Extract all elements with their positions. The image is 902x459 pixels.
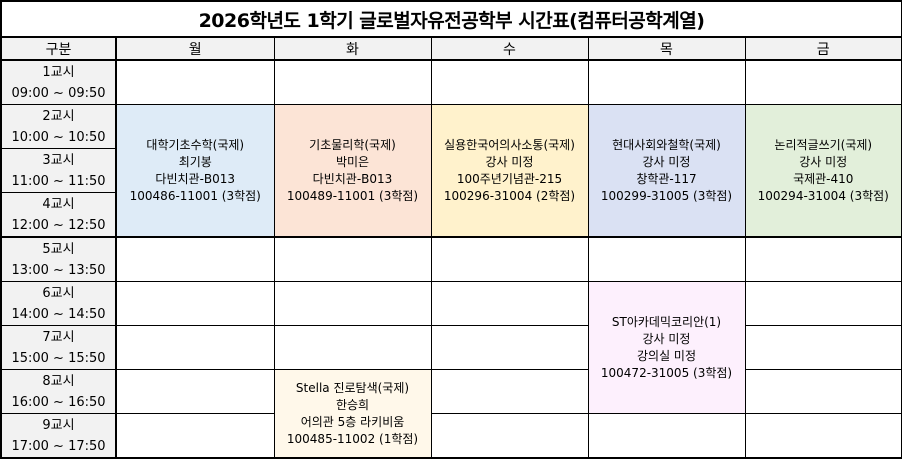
empty-slot [744,369,902,414]
period-label: 9교시 [42,417,75,433]
course-name: Stella 진로탐색(국제) [295,380,410,395]
course-room: 국제관-410 [793,171,854,186]
empty-slot [744,413,902,459]
course-instructor: 한승희 [335,397,370,412]
period-label: 6교시 [42,285,75,301]
empty-slot [744,236,902,282]
course-instructor: 강사 미정 [642,331,691,346]
period-label: 7교시 [42,329,75,345]
period-cell: 2교시 10:00 ~ 10:50 [0,104,117,149]
period-cell: 6교시 14:00 ~ 14:50 [0,281,117,326]
period-time: 13:00 ~ 13:50 [11,262,106,278]
course-code: 100472-31005 (3학점) [600,365,733,380]
header-day-mon: 월 [115,36,275,61]
header-row: 구분 월 화 수 목 금 [0,36,902,61]
empty-slot [744,325,902,370]
course-name: 실용한국어의사소통(국제) [444,137,575,152]
empty-slot [430,413,589,459]
course-room: 창학관-117 [636,171,697,186]
course-room: 다빈치관-B013 [155,171,236,186]
empty-slot [115,281,275,326]
empty-slot [430,325,589,370]
empty-slot [744,59,902,105]
period-time: 16:00 ~ 16:50 [11,394,106,410]
course-code: 100294-31004 (3학점) [757,188,889,203]
period-time: 15:00 ~ 15:50 [11,350,106,366]
course-code: 100299-31005 (3학점) [600,188,733,203]
period-cell: 8교시 16:00 ~ 16:50 [0,369,117,414]
empty-slot [273,59,432,105]
course-code: 100296-31004 (2학점) [443,188,576,203]
course-code: 100485-11002 (1학점) [286,431,419,446]
course-room: 다빈치관-B013 [312,171,393,186]
period-time: 17:00 ~ 17:50 [11,438,106,454]
course-name: 대학기초수학(국제) [146,137,245,152]
empty-slot [115,413,275,459]
empty-slot [115,369,275,414]
period-label: 1교시 [42,64,75,80]
empty-slot [587,59,746,105]
period-time: 11:00 ~ 11:50 [11,173,106,189]
course-code: 100489-11001 (3학점) [286,188,419,203]
course-room: 100주년기념관-215 [456,171,563,186]
period-cell: 4교시 12:00 ~ 12:50 [0,192,117,238]
period-time: 09:00 ~ 09:50 [11,85,106,101]
page-title: 2026학년도 1학기 글로벌자유전공학부 시간표(컴퓨터공학계열) [0,0,902,38]
period-label: 4교시 [42,196,75,212]
header-day-tue: 화 [273,36,432,61]
course-room: 어의관 5층 라키비움 [300,414,405,429]
period-cell: 7교시 15:00 ~ 15:50 [0,325,117,370]
empty-slot [273,236,432,282]
empty-slot [587,236,746,282]
empty-slot [430,59,589,105]
period-label: 5교시 [42,241,75,257]
period-cell: 9교시 17:00 ~ 17:50 [0,413,117,459]
period-cell: 3교시 11:00 ~ 11:50 [0,148,117,193]
empty-slot [115,325,275,370]
period-cell: 5교시 13:00 ~ 13:50 [0,236,117,282]
course-room: 강의실 미정 [636,348,696,363]
course-instructor: 강사 미정 [642,154,691,169]
course-instructor: 최기봉 [178,154,212,169]
empty-slot [744,281,902,326]
empty-slot [115,236,275,282]
period-cell: 1교시 09:00 ~ 09:50 [0,59,117,105]
period-label: 2교시 [42,108,75,124]
empty-slot [430,369,589,414]
course-instructor: 강사 미정 [799,154,848,169]
course-instructor: 박미은 [335,154,370,169]
empty-slot [430,281,589,326]
header-day-wed: 수 [430,36,589,61]
period-time: 10:00 ~ 10:50 [11,129,106,145]
period-label: 8교시 [42,373,75,389]
header-category: 구분 [0,36,117,61]
course-block[interactable]: 실용한국어의사소통(국제) 강사 미정 100주년기념관-215 100296-310… [430,104,589,238]
empty-slot [587,413,746,459]
empty-slot [115,59,275,105]
empty-slot [273,325,432,370]
period-time: 14:00 ~ 14:50 [11,306,106,322]
course-name: 논리적글쓰기(국제) [774,137,873,152]
period-label: 3교시 [42,152,75,168]
header-day-fri: 금 [744,36,902,61]
header-day-thu: 목 [587,36,746,61]
course-instructor: 강사 미정 [485,154,534,169]
empty-slot [273,281,432,326]
course-name: 현대사회와철학(국제) [612,137,721,152]
course-code: 100486-11001 (3학점) [129,188,261,203]
course-name: 기초물리학(국제) [309,137,396,152]
empty-slot [430,236,589,282]
course-name: ST아카데믹코리안(1) [611,314,722,329]
period-time: 12:00 ~ 12:50 [11,217,106,233]
